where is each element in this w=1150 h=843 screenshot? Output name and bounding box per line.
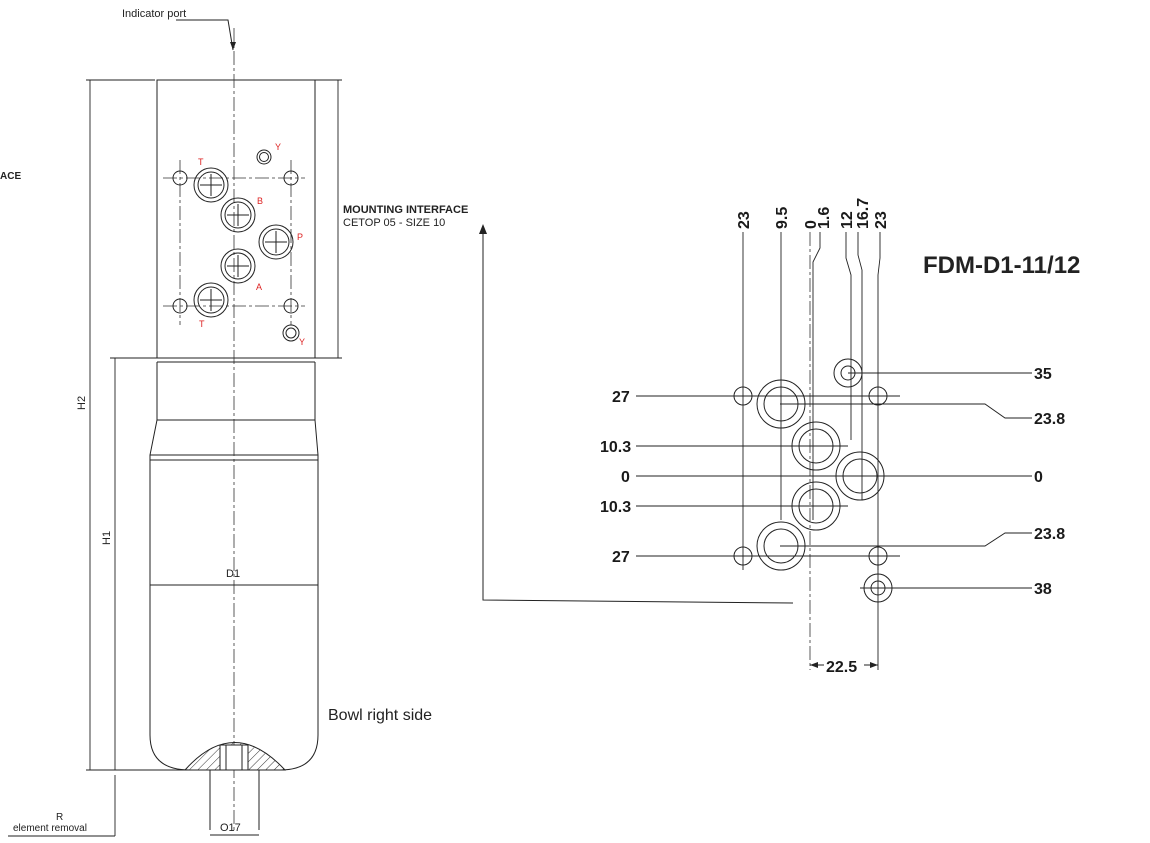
pattern-hole xyxy=(868,546,888,566)
dim-right-38: 38 xyxy=(1034,581,1052,598)
mount-hole xyxy=(172,298,188,314)
dim-right-0: 0 xyxy=(1034,469,1043,486)
h2-label: H2 xyxy=(76,396,88,410)
pattern-port-a xyxy=(791,481,841,531)
mounting-block xyxy=(156,79,316,359)
port-letter-t: T xyxy=(199,319,205,329)
port-pattern: T Y B P A T Y xyxy=(163,142,305,347)
port-letter-y: Y xyxy=(299,337,305,347)
pattern-hole-y xyxy=(863,573,893,603)
mounting-interface-subtitle: CETOP 05 - SIZE 10 xyxy=(343,217,445,229)
dim-left-0: 0 xyxy=(621,469,630,486)
pattern-port-p xyxy=(835,451,885,501)
mount-hole xyxy=(172,170,188,186)
pattern-hole xyxy=(733,386,753,406)
pattern-port-b xyxy=(791,421,841,471)
dim-top-9-5: 9.5 xyxy=(774,207,791,229)
h1-label: H1 xyxy=(101,531,113,545)
pattern-port-t-lower xyxy=(756,521,806,571)
dim-top-12: 12 xyxy=(839,211,856,229)
dim-left-10-3-bottom: 10.3 xyxy=(600,499,631,516)
dim-top-1-6: 1.6 xyxy=(816,207,833,229)
r-label: R xyxy=(56,812,63,823)
indicator-port-leader xyxy=(176,19,234,51)
pilot-port-y xyxy=(256,149,272,165)
dim-bottom-22-5: 22.5 xyxy=(826,659,857,676)
indicator-port-label: Indicator port xyxy=(122,8,186,20)
pattern-hole xyxy=(733,546,753,566)
filter-bowl xyxy=(149,361,319,830)
model-title: FDM-D1-11/12 xyxy=(923,252,1080,279)
port-letter-p: P xyxy=(297,232,303,242)
cetop-port-pattern: 22.5 23 9.5 0 1.6 12 16.7 23 27 10.3 0 1… xyxy=(600,198,1065,676)
port-t-upper xyxy=(193,167,229,203)
dim-top-23-left: 23 xyxy=(736,211,753,229)
port-letter-a: A xyxy=(256,282,262,292)
pattern-port-t-upper xyxy=(756,379,806,429)
dim-right-23-8-bottom: 23.8 xyxy=(1034,526,1065,543)
dim-top-0: 0 xyxy=(803,220,820,229)
port-letter-b: B xyxy=(257,196,263,206)
mounting-interface-title: MOUNTING INTERFACE xyxy=(343,204,468,216)
mounting-interface-leader xyxy=(482,232,794,604)
port-t-lower xyxy=(193,282,229,318)
dim-right-35: 35 xyxy=(1034,366,1052,383)
port-letter-y: Y xyxy=(275,142,281,152)
mount-hole xyxy=(283,170,299,186)
dim-left-10-3-top: 10.3 xyxy=(600,439,631,456)
dim-top-23-right: 23 xyxy=(873,211,890,229)
d1-label: D1 xyxy=(226,568,240,580)
o17-label: O17 xyxy=(220,822,241,834)
bowl-right-side-label: Bowl right side xyxy=(328,707,432,724)
pilot-port-y xyxy=(282,324,300,342)
element-removal-label: element removal xyxy=(13,823,87,834)
pattern-hole xyxy=(868,386,888,406)
pattern-hole-y xyxy=(833,358,863,388)
port-a xyxy=(220,248,256,284)
dim-left-27-bottom: 27 xyxy=(612,549,630,566)
port-letter-t: T xyxy=(198,157,204,167)
mount-hole xyxy=(283,298,299,314)
dim-left-27-top: 27 xyxy=(612,389,630,406)
cut-off-label: ACE xyxy=(0,171,21,182)
port-b xyxy=(220,197,256,233)
dimension-lines: H2 H1 D1 O17 R element removal xyxy=(8,79,342,837)
filter-side-view: Indicator port ACE xyxy=(0,8,432,837)
port-p xyxy=(258,224,294,260)
dim-right-23-8-top: 23.8 xyxy=(1034,411,1065,428)
dim-top-16-7: 16.7 xyxy=(855,198,872,229)
